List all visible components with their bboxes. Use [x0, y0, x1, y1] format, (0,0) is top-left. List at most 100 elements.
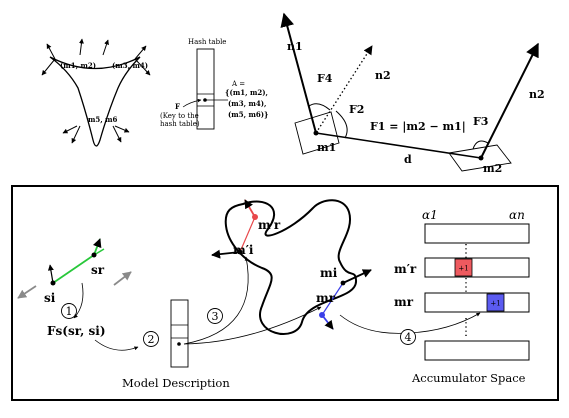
step-number: 3	[212, 310, 219, 323]
F1-formula: F1 = |m2 − m1|	[370, 120, 466, 133]
hash-table-title: Hash table	[188, 38, 226, 46]
row-label-mr: mr	[394, 295, 414, 309]
step-circle	[143, 331, 159, 347]
set-entry: (m5, m6)}	[228, 110, 269, 119]
m1-point	[313, 130, 319, 136]
sr-label: sr	[91, 263, 105, 277]
tangent-plane	[448, 144, 512, 172]
model-description: si sr 1 Fs(sr, si) 2 3 Model Description	[17, 238, 322, 390]
sr-point	[91, 252, 97, 258]
F2-label: F2	[349, 103, 364, 116]
normal-arrow	[102, 39, 109, 56]
d-vector	[315, 132, 482, 159]
mr-point	[319, 312, 325, 318]
normal-arrow	[71, 125, 81, 144]
d-label: d	[404, 153, 412, 166]
accumulator-row	[424, 257, 530, 278]
flow-arrow	[94, 339, 139, 351]
row-label-mr-prime: m′r	[394, 262, 417, 276]
normal-arrow	[134, 58, 151, 76]
si-label: si	[44, 291, 56, 305]
sr-normal	[92, 238, 102, 256]
alpha-n-label: αn	[509, 208, 525, 222]
accumulator-row	[424, 340, 530, 361]
pair-connector	[52, 254, 95, 284]
flow-arrow	[73, 282, 84, 319]
bottom-panel-frame	[11, 185, 559, 401]
normal-arrow	[62, 125, 78, 134]
scene-object: m′r m′i mi mr 4	[211, 199, 481, 345]
hash-table	[170, 299, 189, 368]
F3-label: F3	[473, 115, 488, 128]
step-circle	[207, 308, 223, 324]
accumulator-space: α1 αn +1 +1 m′r mr Accumulator Space	[394, 208, 530, 385]
F4-label: F4	[317, 72, 333, 85]
lookup-arrow	[183, 256, 249, 345]
angle-arc-F3	[472, 140, 489, 150]
vote-cell-red	[454, 258, 473, 277]
normal-arrow	[78, 38, 84, 56]
normal-arrow	[114, 125, 130, 133]
n2-label: n2	[375, 69, 391, 82]
hash-table	[196, 48, 215, 130]
m2-label: m2	[483, 162, 502, 175]
hash-illustration: (m1, m2) (m3, m4) m5, m6 Hash table F (K…	[41, 38, 269, 147]
normal-arrow	[112, 125, 122, 143]
key-arrow	[182, 98, 202, 108]
mi-prime-point	[237, 249, 243, 255]
mi-point	[340, 280, 346, 286]
mi-prime-label: m′i	[233, 243, 254, 257]
point-pair-feature: n1 n2 n2 F4 F2 F3 F1 = |m2 − m1| d m1 m2	[280, 12, 545, 175]
object-contour	[224, 199, 358, 335]
n2-vector	[480, 42, 539, 159]
angle-arc-F2	[335, 110, 348, 139]
pair-label: (m1, m2)	[60, 61, 96, 70]
step-number: 4	[405, 331, 412, 344]
step-number: 2	[148, 333, 155, 346]
mi-prime-normal	[211, 249, 241, 259]
vote-label: +1	[490, 300, 500, 308]
model-caption: Model Description	[122, 376, 230, 390]
feature-label: Fs(sr, si)	[47, 324, 106, 338]
set-entry: {(m1, m2),	[225, 88, 268, 97]
si-normal	[47, 264, 54, 284]
key-label: F	[175, 102, 180, 111]
m1-label: m1	[317, 141, 336, 154]
mr-prime-to-mi-prime	[239, 216, 256, 253]
hash-slot-dot	[203, 98, 207, 102]
n2-label: n2	[529, 88, 545, 101]
mr-label: mr	[316, 291, 336, 305]
m2-point	[478, 155, 484, 161]
set-label: A =	[231, 80, 245, 88]
vote-cell-blue	[486, 293, 505, 312]
key-note: (Key to the	[160, 112, 199, 120]
step-circle	[400, 329, 416, 345]
hash-slot-dot	[177, 342, 181, 346]
step-number: 1	[66, 305, 73, 318]
key-note: hash table)	[160, 120, 200, 128]
accumulator-row	[424, 223, 530, 244]
n1-label: n1	[287, 40, 303, 53]
mr-to-mi	[321, 282, 344, 316]
mi-label: mi	[320, 266, 338, 280]
normal-arrow	[134, 45, 147, 60]
set-entry: (m3, m4),	[228, 99, 267, 108]
alpha-1-label: α1	[422, 208, 438, 222]
accumulator-caption: Accumulator Space	[411, 371, 526, 385]
accumulator-row	[424, 292, 530, 313]
mi-normal	[342, 269, 372, 284]
step-circle	[61, 303, 77, 319]
normal-arrow	[46, 43, 56, 60]
n2-dotted-vector	[315, 45, 373, 134]
vote-label: +1	[458, 265, 468, 273]
si-point	[50, 280, 56, 286]
mr-prime-label: m′r	[258, 218, 281, 232]
angle-arc-F4	[308, 103, 331, 111]
pair-label: (m3, m4)	[112, 61, 148, 70]
tangent-plane	[294, 111, 340, 155]
gray-arrow	[113, 271, 132, 286]
n1-vector	[280, 12, 317, 134]
triangle-shape	[49, 56, 141, 147]
normal-arrow	[41, 58, 56, 76]
